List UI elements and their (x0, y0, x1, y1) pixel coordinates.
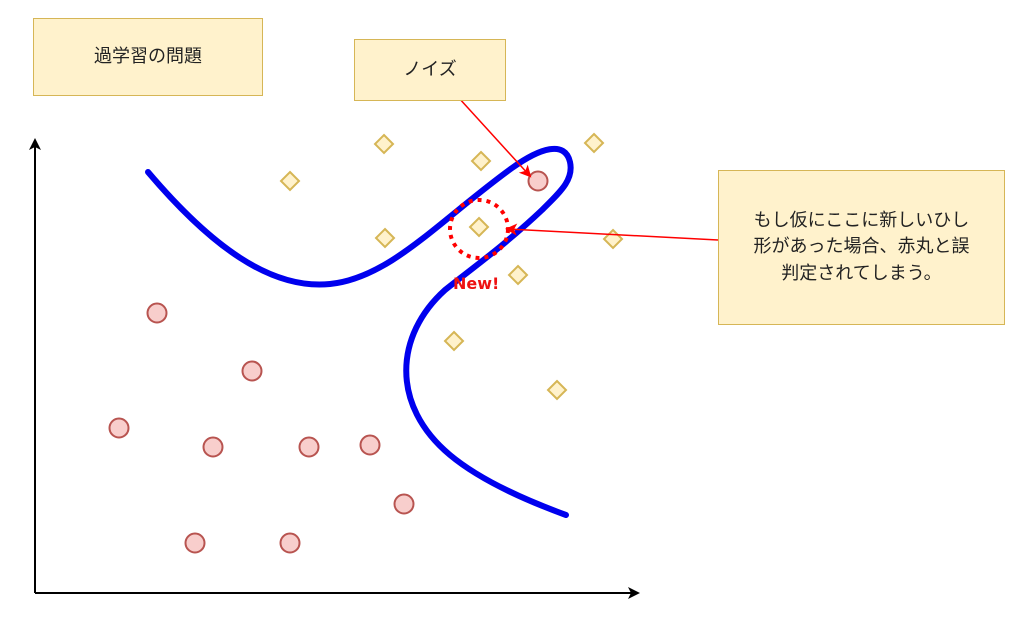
explanation-line: 形があった場合、赤丸と誤 (753, 236, 970, 258)
diamond-marker (374, 227, 396, 249)
circle-marker (184, 532, 206, 554)
diamond-marker (373, 133, 395, 155)
noise-label: ノイズ (403, 58, 457, 80)
circle-marker (359, 434, 381, 456)
circle-marker (202, 436, 224, 458)
title-text: 過学習の問題 (94, 45, 202, 67)
decision-boundary (145, 145, 574, 518)
explanation-line: もし仮にここに新しいひし (753, 210, 970, 232)
diamond-markers (279, 132, 624, 401)
explanation-callout: もし仮にここに新しいひし 形があった場合、赤丸と誤 判定されてしまう。 (718, 170, 1005, 325)
diamond-marker (546, 379, 568, 401)
circle-markers (108, 170, 549, 554)
diamond-marker (470, 150, 492, 172)
noise-circle-marker (527, 170, 549, 192)
diamond-marker (443, 330, 465, 352)
new-label: New! (453, 274, 499, 293)
noise-callout: ノイズ (354, 39, 506, 101)
explanation-pointer-arrow (505, 223, 719, 241)
diamond-marker (602, 228, 624, 250)
circle-marker (279, 532, 301, 554)
diamond-marker (583, 132, 605, 154)
explanation-line: 判定されてしまう。 (781, 262, 942, 284)
circle-marker (393, 493, 415, 515)
title-box: 過学習の問題 (33, 18, 263, 96)
circle-marker (108, 417, 130, 439)
diamond-marker (279, 170, 301, 192)
diamond-marker (468, 216, 490, 238)
circle-marker (241, 360, 263, 382)
explanation-text: もし仮にここに新しいひし 形があった場合、赤丸と誤 判定されてしまう。 (754, 208, 970, 286)
circle-marker (298, 436, 320, 458)
noise-pointer-arrow (457, 96, 532, 178)
circle-marker (146, 302, 168, 324)
diamond-marker (507, 264, 529, 286)
